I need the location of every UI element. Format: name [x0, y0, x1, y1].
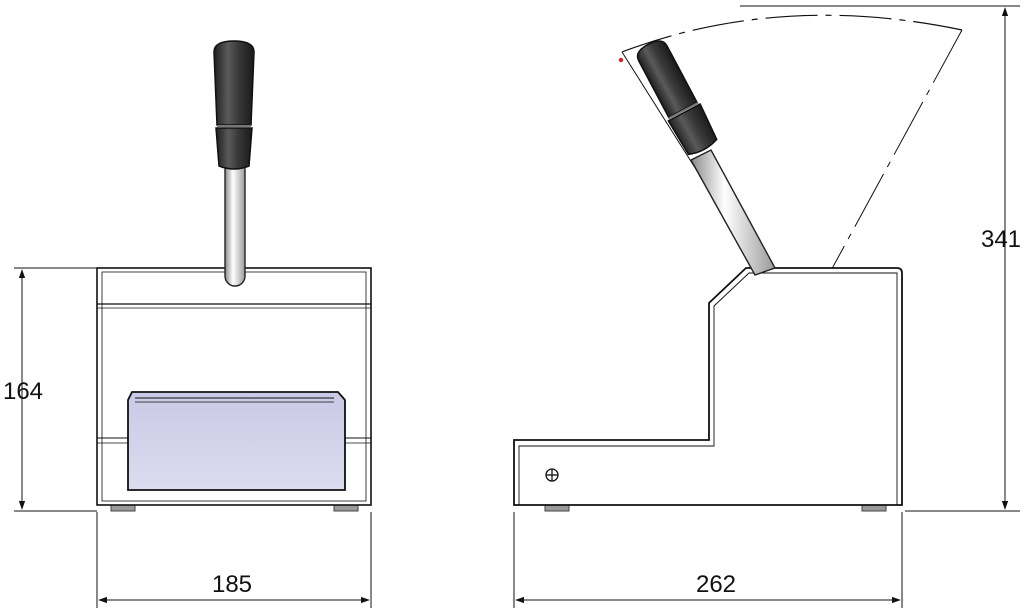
- front-foot-left: [110, 504, 136, 512]
- dim-label-front-height: 164: [3, 378, 43, 405]
- front-view: [96, 40, 372, 512]
- side-view: [513, 14, 963, 512]
- dimension-front-width: [96, 512, 372, 608]
- dim-label-total-height: 341: [981, 226, 1021, 253]
- side-lever-grip: [636, 40, 718, 156]
- front-lever-grip: [213, 40, 255, 170]
- front-lever-shaft: [224, 159, 246, 287]
- dim-label-front-width: 185: [212, 571, 252, 598]
- dim-label-side-width: 262: [696, 571, 736, 598]
- dimension-total-height: [740, 5, 1020, 512]
- front-panel: [127, 391, 346, 491]
- swing-arc: [621, 14, 963, 53]
- screw-icon: [545, 468, 559, 482]
- side-lever-shaft: [690, 149, 777, 276]
- dimension-side-width: [513, 512, 903, 608]
- front-foot-right: [333, 504, 359, 512]
- side-housing: [513, 267, 903, 506]
- dimension-front-height: [14, 267, 97, 512]
